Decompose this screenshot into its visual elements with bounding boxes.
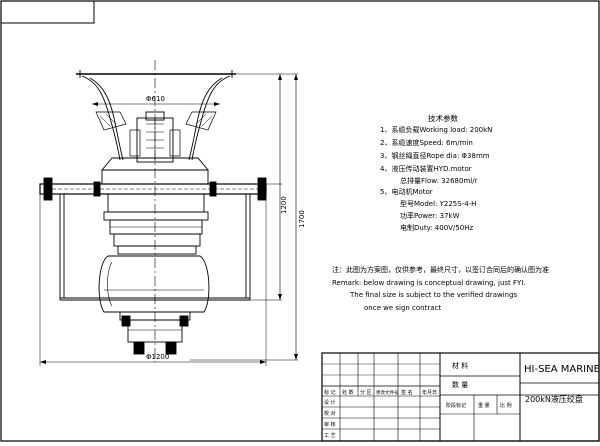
signature-rows: 设 计 校 对 审 核 工 艺	[324, 399, 336, 439]
spec-item: 5、电动机Motor	[380, 187, 433, 196]
technical-specs: 技术参数 1、系缆负载Working load: 200kN 2、系缆速度Spe…	[380, 113, 492, 232]
header-cell: 分 区	[360, 389, 372, 396]
note-english-3: once we sign contract	[364, 304, 441, 312]
material-label: 材 料	[452, 361, 468, 370]
dimension-top-diameter: Φ610	[146, 95, 165, 103]
spec-item: 3、钢丝绳直径Rope dia: Φ38mm	[380, 151, 490, 160]
title-block	[321, 352, 600, 442]
specs-title: 技术参数	[428, 113, 458, 123]
spec-item: 4、液压传动装置HYD.motor	[380, 164, 472, 173]
header-cell: 处 数	[342, 389, 354, 396]
note-english-2: The final size is subject to the verifie…	[349, 291, 518, 299]
stage-label: 阶段标记	[446, 402, 466, 409]
header-cell: 签 名	[401, 389, 413, 396]
remark-notes: 注：此图为方案图，仅供参考，最终尺寸，以签订合同后的确认图为准 Remark: …	[332, 265, 549, 312]
spec-item: 总排量Flow: 32680ml/r	[400, 176, 478, 185]
header-cell: 标 记	[324, 389, 336, 396]
drawing-title: 200kN液压绞盘	[525, 394, 583, 404]
capstan-side-view	[39, 60, 298, 366]
header-cell: 年月日	[422, 389, 437, 396]
stage-labels: 阶段标记 重 量 比 例	[446, 402, 512, 409]
spec-item: 电制Duty: 400V/50Hz	[400, 223, 473, 232]
corner-box	[0, 0, 95, 24]
spec-item: 2、系缆速度Speed: 6m/min	[380, 138, 473, 147]
row-label: 设 计	[324, 399, 336, 406]
note-english-1: Remark: below drawing is conceptual draw…	[332, 279, 526, 287]
spec-item: 型号Model: Y225S-4-H	[400, 199, 476, 208]
company-name: HI-SEA MARINE	[524, 364, 600, 375]
row-label: 审 核	[324, 421, 336, 428]
spec-item: 1、系缆负载Working load: 200kN	[380, 125, 492, 134]
dimension-base-diameter: Φ1200	[146, 353, 169, 361]
dimension-height-1700: 1700	[298, 210, 306, 228]
revision-header: 标 记 处 数 分 区 更改文件号 签 名 年月日	[324, 389, 437, 396]
dimension-height-1200: 1200	[280, 196, 288, 214]
spec-item: 功率Power: 37kW	[400, 211, 460, 220]
scale-label: 比 例	[500, 402, 512, 409]
weight-label: 重 量	[478, 402, 490, 409]
header-cell: 更改文件号	[376, 389, 399, 396]
row-label: 工 艺	[324, 433, 336, 439]
note-chinese: 注：此图为方案图，仅供参考，最终尺寸，以签订合同后的确认图为准	[332, 265, 549, 274]
row-label: 校 对	[324, 410, 336, 417]
quantity-label: 数 量	[452, 380, 468, 389]
